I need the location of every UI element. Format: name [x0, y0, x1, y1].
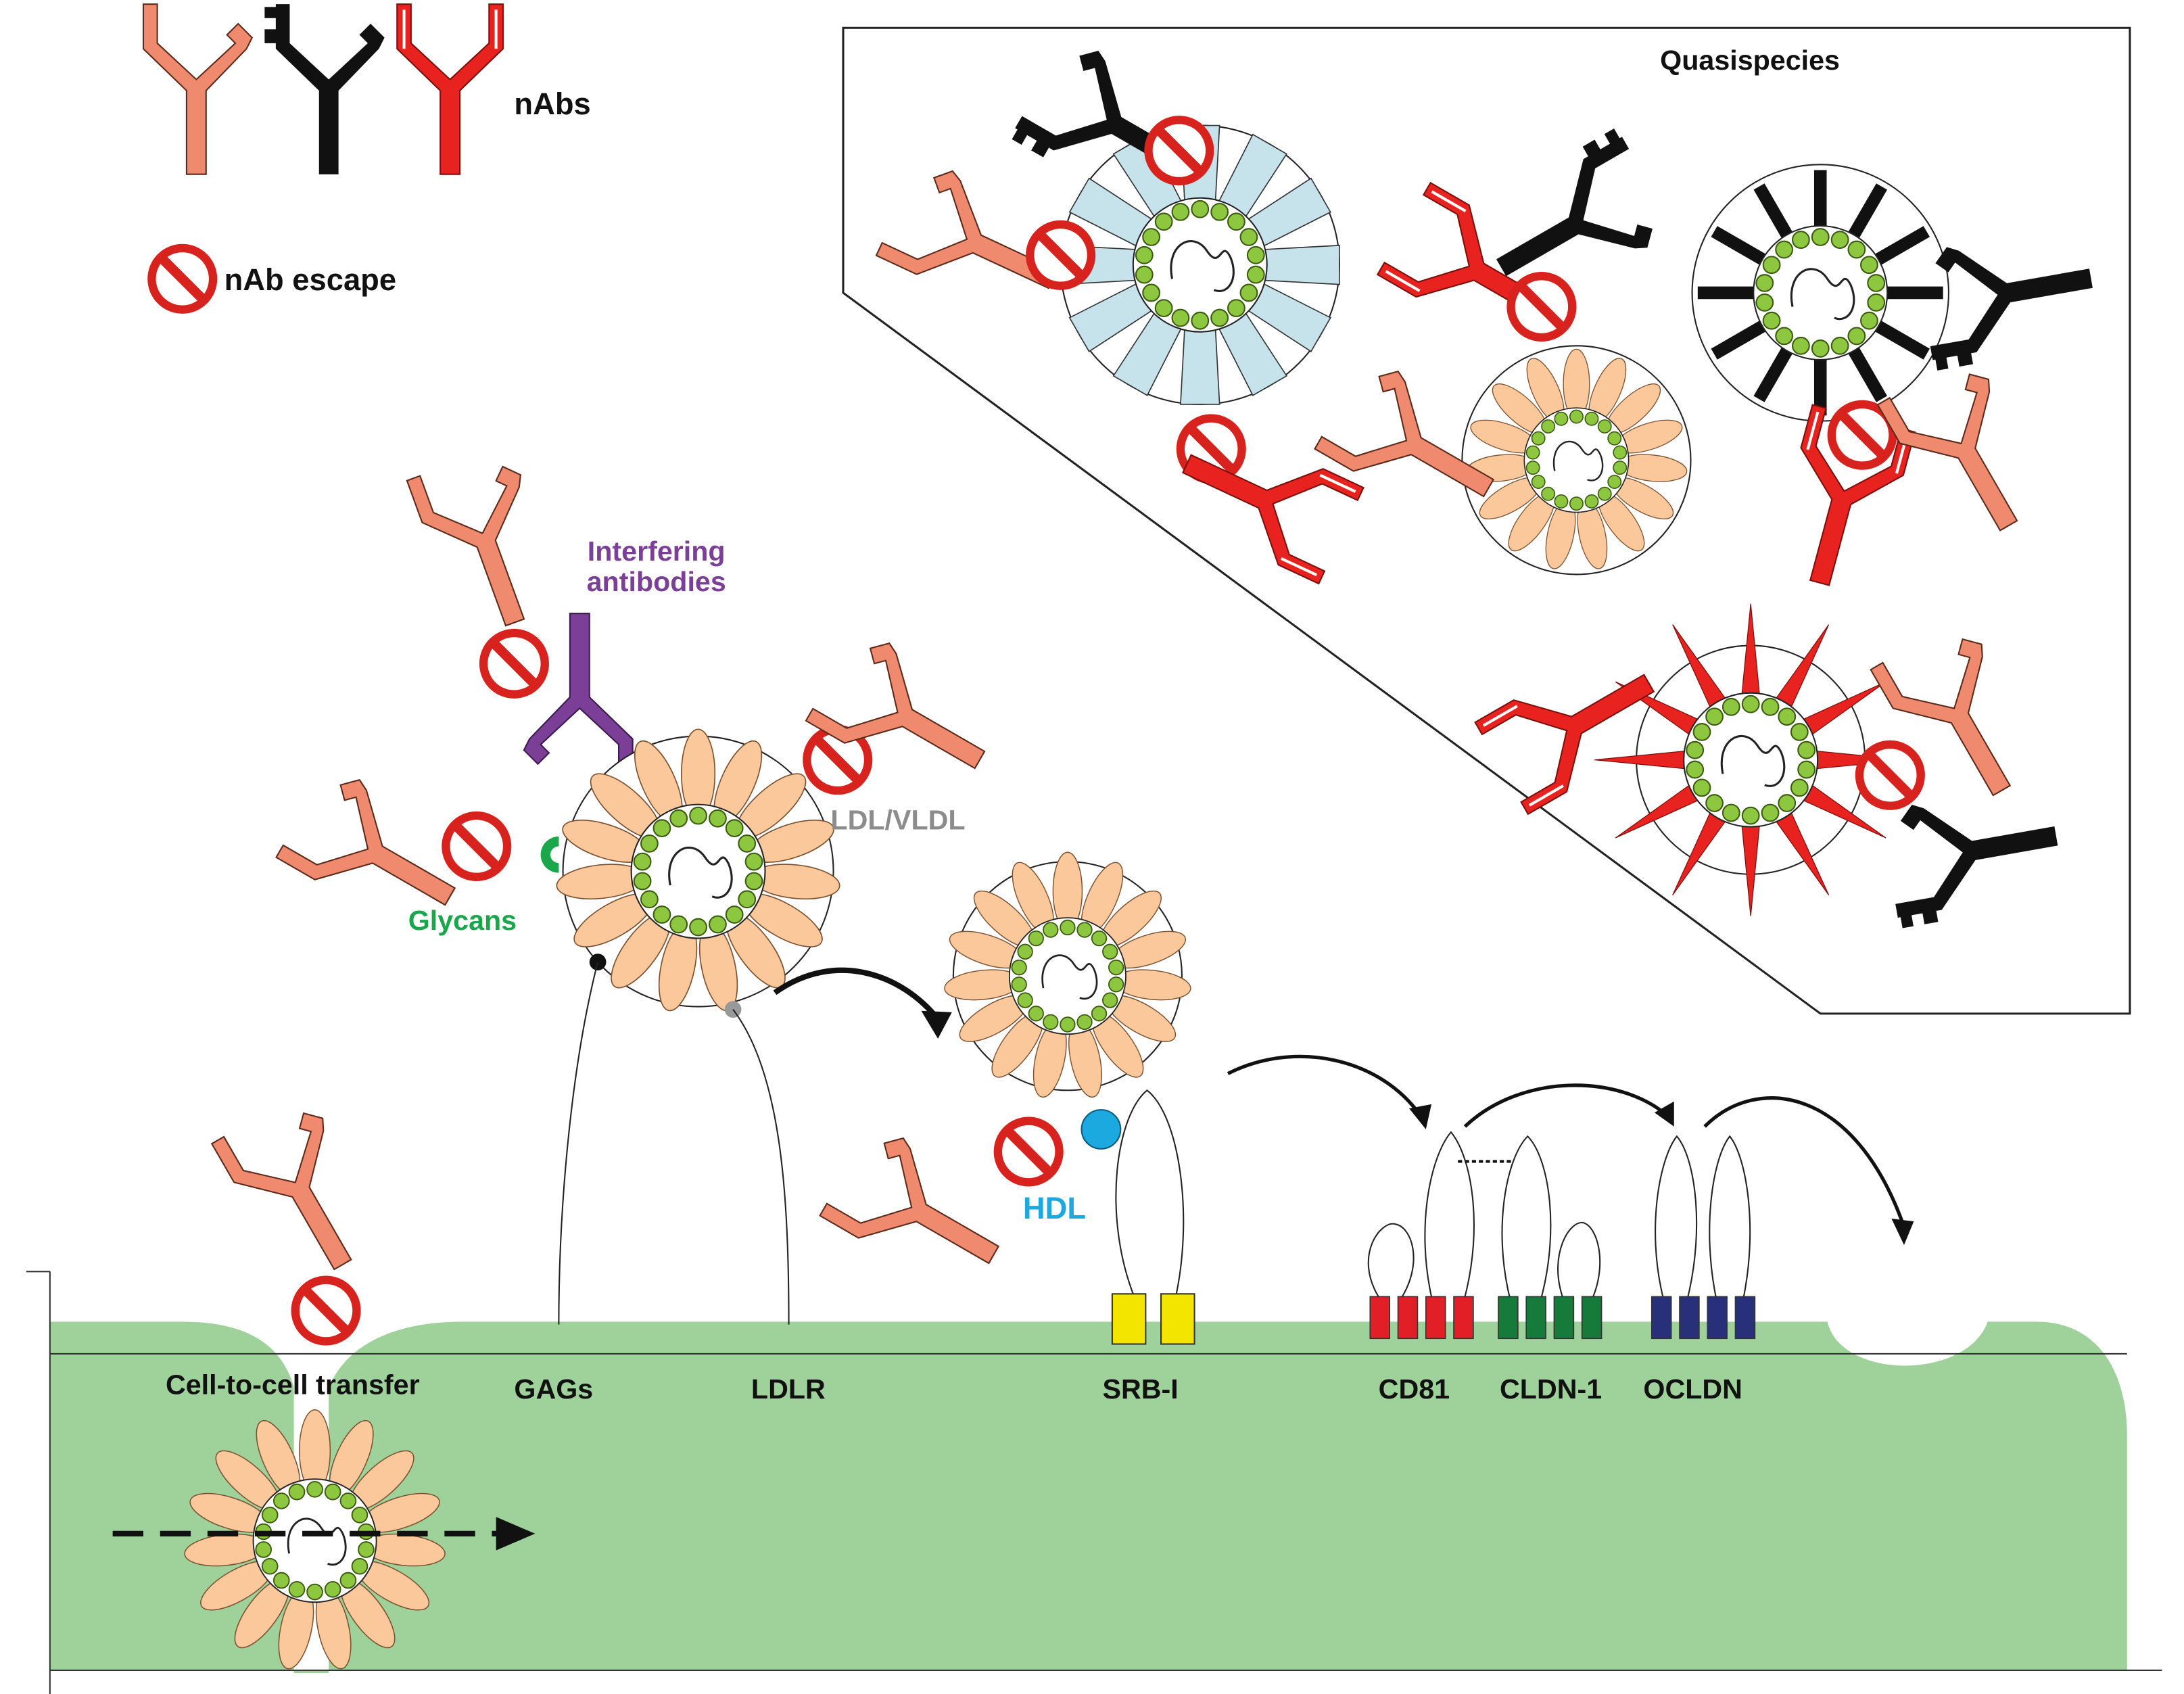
no-sign-icon: [151, 248, 213, 310]
gags-label: GAGs: [514, 1373, 593, 1405]
no-sign-icon: [446, 816, 507, 877]
ldl-vldl-label: LDL/VLDL: [830, 805, 965, 836]
hdl-label: HDL: [1023, 1191, 1086, 1225]
hdl-particle: [1081, 1109, 1122, 1150]
srb1-label: SRB-I: [1102, 1373, 1178, 1405]
no-sign-icon: [998, 1121, 1060, 1183]
arrow: [773, 967, 945, 1027]
antibody-purple-icon: [523, 613, 634, 784]
no-sign-icon: [483, 633, 545, 695]
virion-ldl: [555, 729, 841, 1014]
srb1-block: [1111, 1293, 1147, 1345]
quasispecies-title: Quasispecies: [1660, 45, 1840, 76]
antibody-salmon-icon: [819, 1121, 1022, 1302]
glycans-label: Glycans: [408, 905, 517, 936]
cd81-receptor: [1367, 1131, 1514, 1340]
srb1-block: [1160, 1293, 1195, 1345]
antibody-salmon-icon: [142, 3, 253, 175]
ocldn-receptor: [1651, 1135, 1756, 1340]
legend-escape-label: nAb escape: [224, 262, 397, 297]
arrow: [1227, 1054, 1422, 1116]
srb1-loop: [1115, 1089, 1185, 1294]
cell-to-cell-label: Cell-to-cell transfer: [166, 1369, 420, 1401]
ldlr-strand: [732, 1009, 790, 1325]
antibody-red-icon: [397, 4, 503, 174]
virion-black: [1691, 164, 1949, 422]
virion-red: [1594, 603, 1907, 916]
ocldn-label: OCLDN: [1643, 1373, 1742, 1405]
virion-hdl: [943, 852, 1192, 1100]
no-sign-icon: [1030, 225, 1091, 286]
interfering-label-line2: antibodies: [587, 566, 726, 597]
no-sign-icon: [1859, 745, 1921, 806]
arrow-head: [496, 1517, 536, 1551]
cldn1-receptor: [1498, 1135, 1603, 1340]
antibody-salmon-icon: [406, 442, 569, 642]
antibody-black-icon: [264, 4, 385, 174]
interfering-label-line1: Interfering: [588, 536, 726, 567]
gag-anchor: [589, 954, 607, 970]
no-sign-icon: [1511, 276, 1573, 337]
cd81-label: CD81: [1379, 1373, 1450, 1405]
virion-peach-panel: [1461, 345, 1692, 575]
gag-strand: [558, 962, 599, 1325]
antibody-salmon-icon: [211, 1088, 392, 1292]
glycan-icon: [540, 837, 559, 873]
no-sign-icon: [295, 1280, 357, 1342]
legend: nAbs nAb escape: [142, 3, 591, 310]
cell: [26, 1271, 2162, 1694]
legend-nabs-label: nAbs: [514, 87, 590, 121]
no-sign-icon: [1149, 120, 1210, 181]
quasispecies-panel: Quasispecies: [842, 26, 2131, 1015]
arrow: [1703, 1096, 1906, 1228]
ldlr-label: LDLR: [751, 1373, 826, 1405]
virion-lightblue: [1060, 124, 1340, 405]
cldn1-label: CLDN-1: [1500, 1373, 1602, 1405]
arrow: [1463, 1083, 1669, 1128]
cell-body: [49, 1321, 2127, 1674]
